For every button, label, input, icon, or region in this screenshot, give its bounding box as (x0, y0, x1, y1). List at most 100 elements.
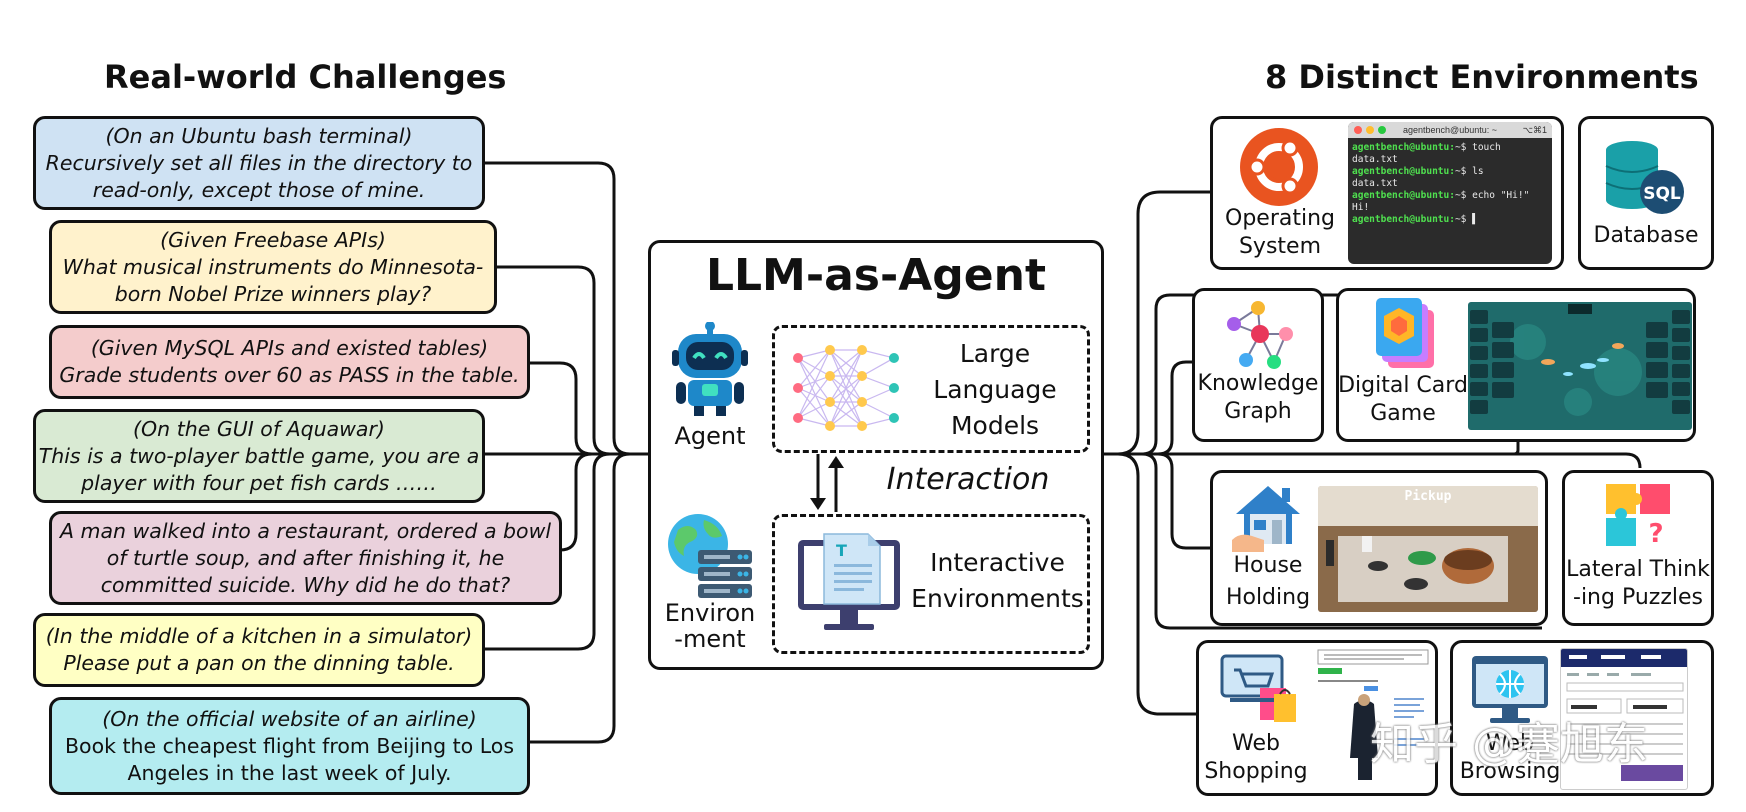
challenge-kg-line-1: (Given Freebase APIs) (160, 227, 386, 252)
shopping-label-line-1: Web (1232, 731, 1280, 756)
ltp-label-line-2: -ing Puzzles (1573, 585, 1703, 610)
monitor-document-icon: T (794, 530, 904, 636)
terminal-line: Hi! (1352, 202, 1370, 213)
neural-network-icon (790, 338, 902, 438)
terminal-line: agentbench@ubuntu:~$ echo "Hi!" (1352, 190, 1530, 201)
house-icon (1230, 482, 1306, 558)
challenge-web: (On the official website of an airline) … (49, 697, 530, 795)
house-label: House Holding (1212, 550, 1324, 614)
challenge-card-line-1: (On the GUI of Aquawar) (133, 416, 385, 441)
challenge-db: (Given MySQL APIs and existed tables) Gr… (49, 325, 530, 399)
challenge-kg-line-2: What musical instruments do Minnesota- (62, 254, 484, 279)
challenge-puzzle-line-3: committed suicide. Why did he do that? (100, 572, 511, 597)
environment-label-line-1: Environ (664, 599, 756, 627)
left-heading: Real-world Challenges (104, 58, 507, 96)
kitchen-screenshot: Pickup (1318, 486, 1538, 612)
challenge-card-line-3: player with four pet fish cards …… (81, 470, 437, 495)
os-label-line-1: Operating (1225, 206, 1335, 231)
shopping-screenshot (1314, 648, 1432, 790)
card-game-label-line-2: Game (1370, 401, 1436, 426)
ltp-label: Lateral Think -ing Puzzles (1564, 556, 1712, 612)
terminal-title: agentbench@ubuntu: ~ (1403, 125, 1497, 135)
challenge-os-line-3: read-only, except those of mine. (92, 177, 426, 202)
agent-label: Agent (674, 422, 746, 450)
browsing-screenshot (1560, 648, 1688, 790)
minimize-dot-icon (1366, 126, 1374, 134)
llm-label-line-2: Language (933, 375, 1057, 404)
interactive-env-label: Interactive Environments (905, 545, 1090, 617)
interactive-env-box (772, 514, 1090, 654)
environment-label-line-2: -ment (674, 625, 746, 653)
globe-server-icon (664, 512, 756, 604)
knowledge-graph-icon (1222, 298, 1298, 374)
terminal-line: agentbench@ubuntu:~$ ▌ (1352, 214, 1478, 225)
robot-icon (670, 321, 750, 418)
llm-label-line-1: Large (959, 339, 1031, 368)
watermark: 知乎 @蹇旭东 (1370, 719, 1648, 770)
house-label-line-1: House (1233, 553, 1303, 578)
challenge-card-game: (On the GUI of Aquawar) This is a two-pl… (33, 409, 485, 503)
puzzle-icon: ? (1604, 482, 1674, 549)
challenge-house-line-1: (In the middle of a kitchen in a simulat… (45, 624, 473, 648)
challenge-web-line-3: Angeles in the last week of July. (127, 760, 452, 785)
shopping-label: Web Shopping (1198, 730, 1314, 786)
ltp-label-line-1: Lateral Think (1566, 557, 1710, 582)
challenge-os-line-2: Recursively set all files in the directo… (45, 150, 473, 175)
interactive-env-label-line-2: Environments (911, 584, 1084, 613)
terminal-titlebar: agentbench@ubuntu: ~ ⌥⌘1 (1348, 122, 1552, 138)
interactive-env-label-line-1: Interactive (930, 548, 1065, 577)
terminal-line: agentbench@ubuntu:~$ ls (1352, 166, 1484, 177)
llm-box (772, 325, 1090, 453)
shopping-label-line-2: Shopping (1204, 759, 1308, 784)
terminal-line: agentbench@ubuntu:~$ touch data.txt (1352, 142, 1501, 165)
close-dot-icon (1354, 126, 1362, 134)
terminal-window: agentbench@ubuntu: ~ ⌥⌘1 agentbench@ubun… (1348, 122, 1552, 264)
sql-badge: SQL (1643, 184, 1681, 204)
challenge-puzzle: A man walked into a restaurant, ordered … (49, 511, 562, 605)
card-game-label: Digital Card Game (1338, 372, 1468, 428)
interaction-arrows-icon (810, 454, 844, 512)
os-label-line-2: System (1238, 234, 1322, 259)
terminal-line: data.txt (1352, 178, 1398, 189)
challenge-os: (On an Ubuntu bash terminal) Recursively… (33, 116, 485, 210)
browsing-label-line-2: Browsing (1459, 759, 1561, 784)
llm-label-line-3: Models (950, 411, 1040, 440)
challenge-web-line-2: Book the cheapest flight from Beijing to… (64, 733, 515, 758)
svg-text:?: ? (1648, 519, 1663, 548)
kg-label-line-1: Knowledge (1197, 371, 1319, 396)
browsing-label: Web Browsing (1452, 730, 1568, 786)
pickup-text: Pickup (1405, 489, 1452, 504)
web-browser-icon (1470, 654, 1550, 726)
right-heading: 8 Distinct Environments (1265, 58, 1699, 96)
center-title: LLM-as-Agent (705, 250, 1046, 301)
challenge-db-line-2: Grade students over 60 as PASS in the ta… (59, 363, 520, 387)
environment-label: Environ -ment (654, 600, 766, 652)
card-game-label-line-1: Digital Card (1338, 373, 1468, 398)
challenge-house-line-2: Please put a pan on the dinning table. (63, 651, 455, 675)
os-label: Operating System (1222, 205, 1338, 261)
svg-text:T: T (836, 541, 847, 560)
database-sql-icon: SQL (1600, 138, 1690, 220)
maximize-dot-icon (1378, 126, 1386, 134)
challenge-web-line-1: (On the official website of an airline) (102, 706, 477, 731)
llm-label: Large Language Models (900, 336, 1090, 444)
shopping-icon (1220, 652, 1300, 726)
house-label-line-2: Holding (1225, 585, 1311, 610)
challenge-puzzle-line-2: of turtle soup, and after finishing it, … (106, 545, 505, 570)
terminal-shortcut: ⌥⌘1 (1522, 125, 1547, 135)
card-stack-icon (1372, 298, 1438, 370)
browsing-label-line-1: Web (1486, 731, 1534, 756)
challenge-card-line-2: This is a two-player battle game, you ar… (38, 443, 480, 468)
aquawar-screenshot (1468, 302, 1692, 430)
challenge-puzzle-line-1: A man walked into a restaurant, ordered … (59, 518, 552, 543)
kg-label: Knowledge Graph (1194, 370, 1322, 426)
challenge-kg-line-3: born Nobel Prize winners play? (114, 281, 432, 306)
challenge-os-line-1: (On an Ubuntu bash terminal) (105, 123, 413, 148)
terminal-body: agentbench@ubuntu:~$ touch data.txt agen… (1348, 138, 1552, 230)
db-label: Database (1593, 223, 1699, 248)
kg-label-line-2: Graph (1224, 399, 1292, 424)
challenge-house: (In the middle of a kitchen in a simulat… (33, 613, 485, 687)
challenge-kg: (Given Freebase APIs) What musical instr… (49, 220, 497, 314)
challenge-db-line-1: (Given MySQL APIs and existed tables) (90, 336, 489, 360)
